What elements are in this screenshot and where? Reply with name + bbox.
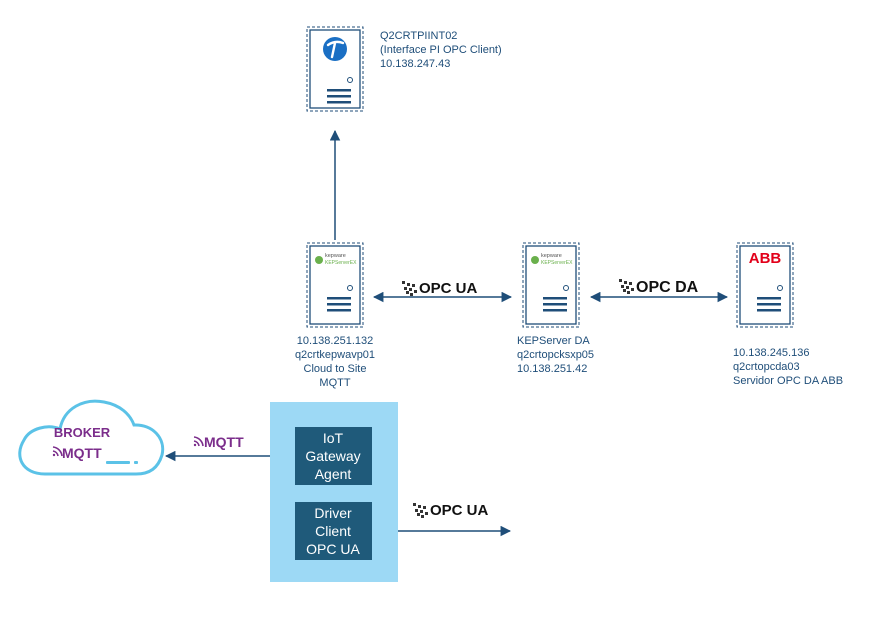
pi-hostname: Q2CRTPIINT02 — [380, 30, 457, 42]
driver-box-line-1: Driver — [314, 505, 352, 521]
opc-da-logo: OPC DA — [619, 279, 699, 296]
pi-role: (Interface PI OPC Client) — [380, 44, 502, 56]
pi-ip: 10.138.247.43 — [380, 58, 450, 70]
abb-server: ABB — [736, 242, 794, 328]
kep-da-server: kepware KEPServerEX — [522, 242, 580, 328]
iot-gateway-agent-box: IoT Gateway Agent — [295, 427, 372, 485]
abb-hostname: q2crtopcda03 — [733, 361, 800, 373]
broker-mqtt-label: MQTT — [62, 445, 102, 461]
opc-ua-logo-top: OPC UA — [402, 280, 478, 297]
opc-dots-icon — [402, 281, 417, 296]
kepware-brand-text: kepware — [325, 253, 346, 259]
mqtt-signal-icon — [193, 436, 204, 447]
kep-cloud-server: kepware KEPServerEX — [306, 242, 364, 328]
opc-ua-label: OPC UA — [419, 280, 478, 297]
kep-cloud-role: Cloud to Site — [304, 363, 367, 375]
kepserver-product-text: KEPServerEX — [325, 260, 357, 266]
driver-box-line-2: Client — [315, 523, 351, 539]
kep-da-ip: 10.138.251.42 — [517, 363, 587, 375]
kep-da-hostname: q2crtopcksxp05 — [517, 349, 594, 361]
kep-cloud-ip: 10.138.251.132 — [297, 335, 373, 347]
iot-box-line-1: IoT — [323, 430, 344, 446]
opc-ua-logo-bottom: OPC UA — [413, 502, 489, 519]
cloud-status-bar — [106, 461, 130, 464]
broker-cloud: BROKER MQTT — [18, 399, 165, 476]
abb-logo-text: ABB — [749, 250, 782, 267]
driver-client-box: Driver Client OPC UA — [295, 502, 372, 560]
kep-cloud-hostname: q2crtkepwavp01 — [295, 349, 375, 361]
abb-ip: 10.138.245.136 — [733, 347, 809, 359]
cloud-status-dot — [134, 461, 138, 464]
opc-ua-label-bottom: OPC UA — [430, 502, 489, 519]
kepware-brand-text: kepware — [541, 253, 562, 259]
pi-logo-icon — [323, 37, 347, 61]
mqtt-logo-line: MQTT — [193, 434, 244, 450]
mqtt-signal-icon — [52, 446, 63, 457]
pi-server — [306, 26, 364, 112]
abb-role: Servidor OPC DA ABB — [733, 375, 843, 387]
cloud-icon — [18, 399, 165, 476]
driver-box-line-3: OPC UA — [306, 541, 360, 557]
opc-dots-icon — [619, 279, 634, 294]
iot-box-line-3: Agent — [315, 466, 352, 482]
kep-da-name: KEPServer DA — [517, 335, 590, 347]
broker-label: BROKER — [54, 425, 111, 440]
kep-cloud-protocol: MQTT — [319, 377, 350, 389]
iot-box-line-2: Gateway — [305, 448, 360, 464]
kepserver-product-text: KEPServerEX — [541, 260, 573, 266]
kepware-logo-icon — [531, 256, 539, 264]
kepware-logo-icon — [315, 256, 323, 264]
mqtt-line-label: MQTT — [204, 434, 244, 450]
opc-da-label: OPC DA — [636, 279, 699, 296]
opc-dots-icon — [413, 503, 428, 518]
